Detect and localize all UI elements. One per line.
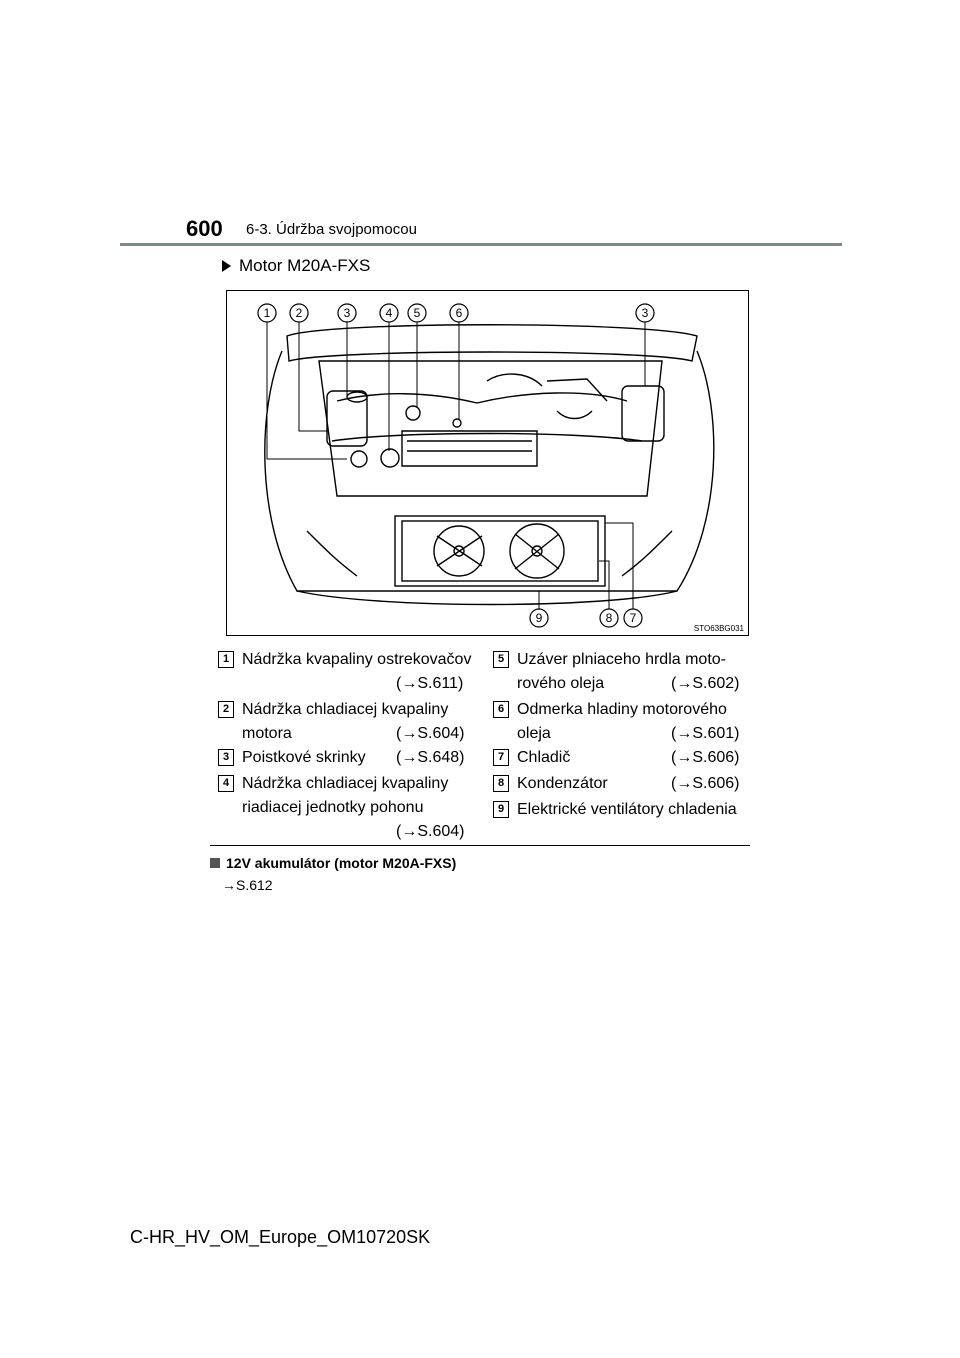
subheading: Motor M20A-FXS <box>222 256 370 276</box>
header-rule <box>120 243 842 246</box>
legend-number: 2 <box>218 701 234 718</box>
engine-compartment-illustration: 1 2 3 4 5 6 3 9 8 7 STO63BG031 <box>226 290 749 636</box>
callout-6: 6 <box>456 306 463 320</box>
legend-ref: (→S.601) <box>671 725 740 742</box>
legend-number: 5 <box>493 651 509 668</box>
legend-ref: (→S.604) <box>396 823 465 840</box>
callout-5: 5 <box>414 306 421 320</box>
legend-ref: (→S.604) <box>396 725 465 742</box>
footer-doc-id: C-HR_HV_OM_Europe_OM10720SK <box>130 1227 431 1247</box>
legend-ref: (→S.602) <box>671 675 740 692</box>
legend-text: Kondenzátor <box>517 775 608 792</box>
legend-ref: (→S.611) <box>396 675 464 692</box>
legend-text: Nádržka kvapaliny ostrekovačov <box>242 651 472 668</box>
legend-text: Nádržka chladiacej kvapaliny <box>242 701 449 718</box>
callout-7: 7 <box>630 611 637 625</box>
legend-number: 8 <box>493 775 509 792</box>
legend-number: 1 <box>218 651 234 668</box>
legend-text-2: oleja <box>517 725 551 742</box>
note-ref: →S.612 <box>222 877 273 893</box>
divider <box>210 845 750 846</box>
legend-number: 4 <box>218 775 234 792</box>
legend-ref: (→S.606) <box>671 775 740 792</box>
callout-3b: 3 <box>642 306 649 320</box>
legend-text: Nádržka chladiacej kvapaliny <box>242 775 449 792</box>
legend-text: Poistkové skrinky <box>242 749 366 766</box>
legend-number: 9 <box>493 801 509 818</box>
legend-text-2: riadiacej jednotky pohonu <box>242 799 424 816</box>
callout-4: 4 <box>386 306 393 320</box>
legend-text: Odmerka hladiny motorového <box>517 701 727 718</box>
legend-number: 6 <box>493 701 509 718</box>
square-bullet-icon <box>210 858 220 868</box>
legend-text: Elektrické ventilátory chladenia <box>517 801 737 818</box>
callout-9: 9 <box>536 611 543 625</box>
note-title-text: 12V akumulátor (motor M20A-FXS) <box>226 855 457 871</box>
legend-text: Uzáver plniaceho hrdla moto- <box>517 651 726 668</box>
legend-number: 3 <box>218 749 234 766</box>
legend-ref: (→S.606) <box>671 749 740 766</box>
legend-text-2: motora <box>242 725 292 742</box>
figure-code: STO63BG031 <box>693 624 744 633</box>
legend-ref: (→S.648) <box>396 749 465 766</box>
subheading-text: Motor M20A-FXS <box>239 256 371 275</box>
page-number: 600 <box>186 216 223 241</box>
callout-3: 3 <box>344 306 351 320</box>
callout-1: 1 <box>264 306 271 320</box>
legend-number: 7 <box>493 749 509 766</box>
note-title: 12V akumulátor (motor M20A-FXS) <box>210 855 456 871</box>
legend-text-2: rového oleja <box>517 675 605 692</box>
engine-diagram: 1 2 3 4 5 6 3 9 8 7 <box>257 303 715 628</box>
callout-2: 2 <box>296 306 303 320</box>
legend-text: Chladič <box>517 749 571 766</box>
callout-8: 8 <box>606 611 613 625</box>
triangle-bullet-icon <box>222 260 231 272</box>
section-title: 6-3. Údržba svojpomocou <box>246 221 417 238</box>
